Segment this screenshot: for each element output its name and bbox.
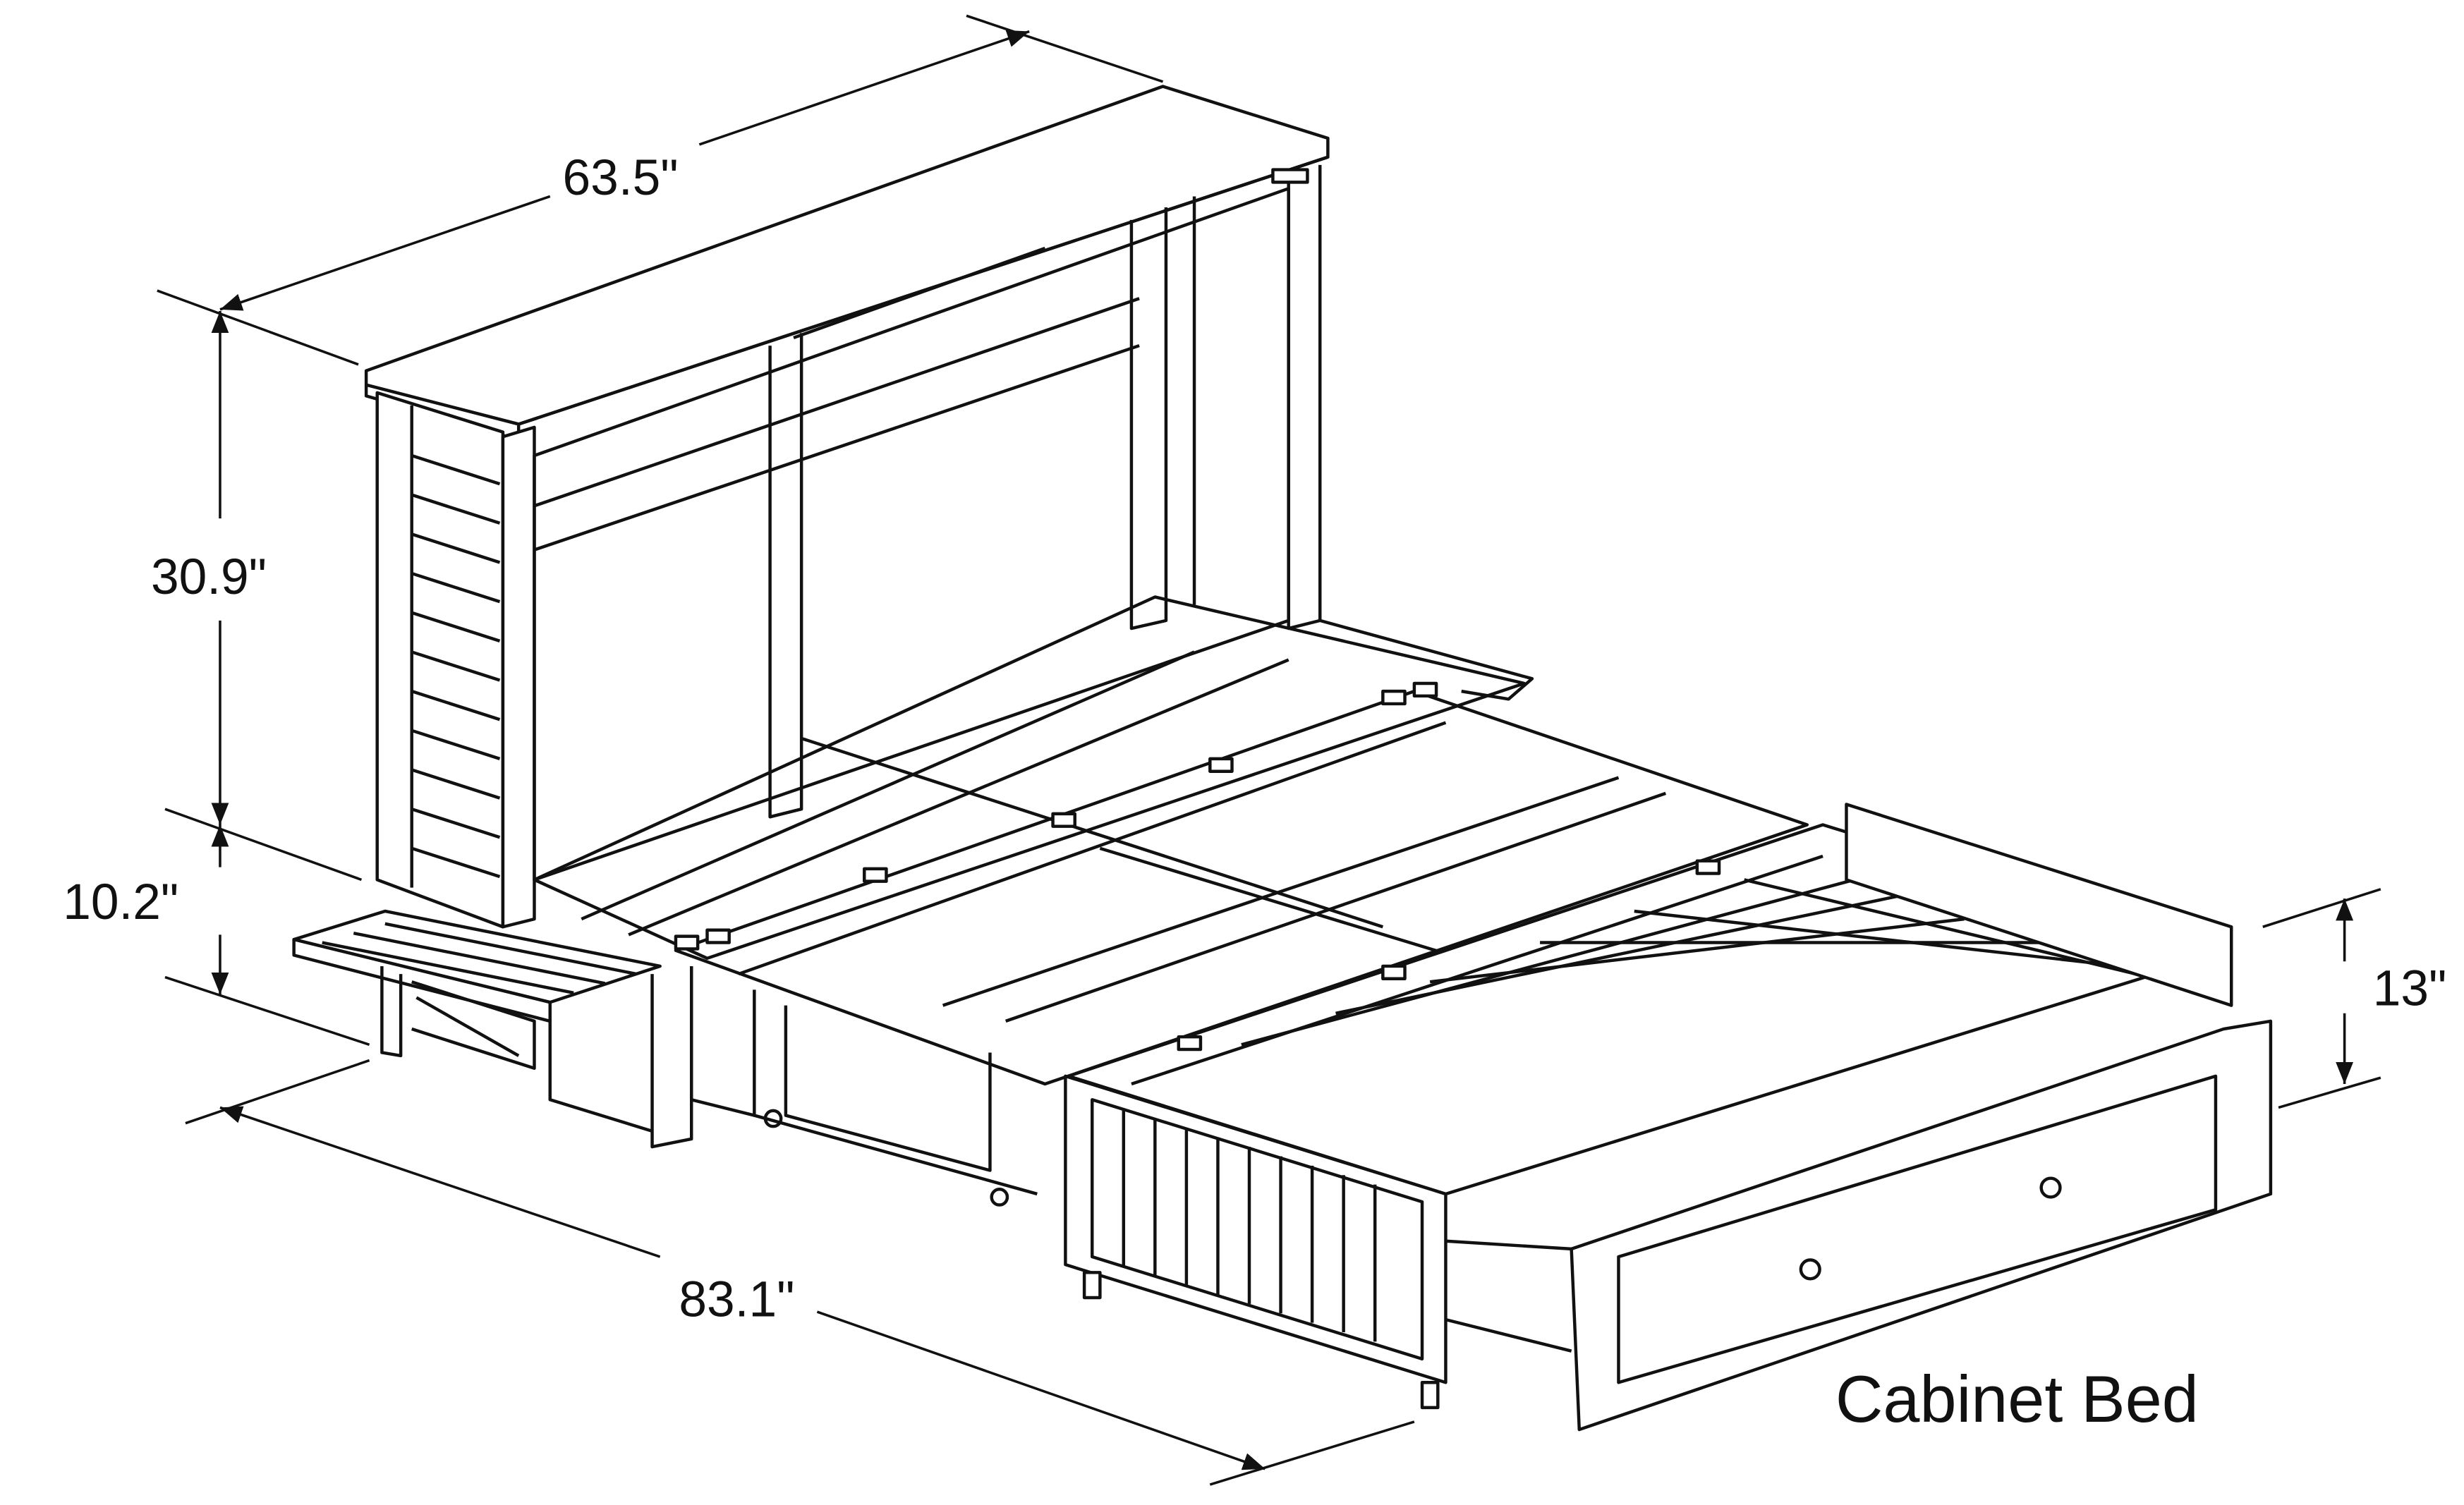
base-height-label: 10.2" — [63, 874, 178, 930]
storage-drawer — [1445, 1019, 2273, 1432]
dimension-mattress-height: 13" — [2262, 888, 2447, 1109]
dimension-base-height: 10.2" — [63, 824, 370, 1047]
side-table — [292, 909, 693, 1149]
mattress-height-label: 13" — [2373, 961, 2447, 1017]
caption: Cabinet Bed — [1835, 1362, 2199, 1436]
side-slats — [410, 405, 501, 888]
bed-frame — [533, 595, 2233, 1207]
dimension-depth: 83.1" — [185, 1059, 1415, 1486]
dimension-cabinet-height: 30.9" — [151, 311, 363, 882]
footboard — [1064, 1074, 1448, 1410]
cabinet — [364, 85, 1330, 929]
width-label: 63.5" — [563, 150, 679, 206]
dimension-width: 63.5" — [157, 14, 1164, 366]
hinges — [674, 681, 1721, 1052]
cabinet-height-label: 30.9" — [151, 549, 267, 605]
depth-label: 83.1" — [679, 1272, 794, 1328]
